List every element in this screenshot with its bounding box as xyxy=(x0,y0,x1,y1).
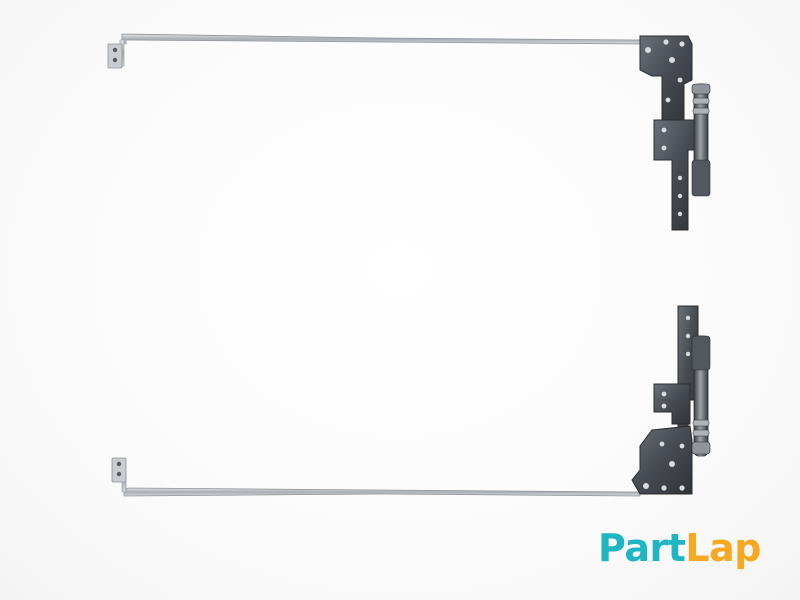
logo-part-text: Part xyxy=(598,526,686,570)
logo-lap-text: Lap xyxy=(685,526,761,570)
bottom-hinge xyxy=(111,305,711,497)
top-hinge xyxy=(107,33,711,231)
